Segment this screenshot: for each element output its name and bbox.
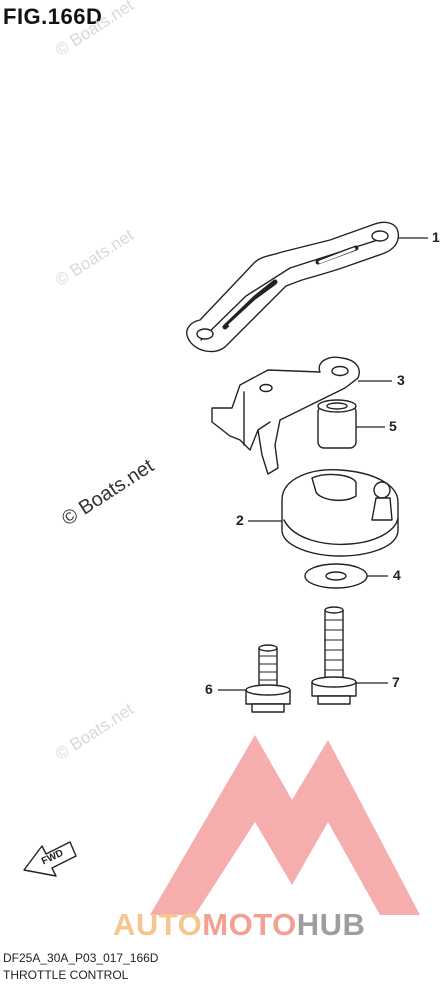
figure-name: THROTTLE CONTROL	[3, 968, 129, 982]
callout-5: 5	[389, 418, 397, 434]
brand-wordmark: AUTOMOTOHUB	[113, 907, 365, 943]
part-7-long-bolt	[311, 606, 357, 705]
leader-lines	[218, 237, 428, 691]
part-3-bracket	[211, 356, 360, 475]
part-5-spacer	[317, 399, 357, 449]
fwd-direction-arrow	[23, 841, 77, 877]
callout-7: 7	[392, 674, 400, 690]
callout-6: 6	[205, 681, 213, 697]
part-4-washer	[304, 563, 368, 589]
callout-1: 1	[432, 229, 440, 245]
part-6-short-bolt	[245, 644, 291, 713]
logo-mark	[150, 735, 420, 915]
figure-title: FIG.166D	[3, 4, 103, 29]
callout-3: 3	[397, 372, 405, 388]
brand-part-auto: AUTO	[113, 907, 203, 942]
callout-4: 4	[393, 567, 401, 583]
brand-part-hub: HUB	[296, 907, 366, 942]
part-2-throttle-cam	[281, 469, 399, 557]
callout-2: 2	[236, 512, 244, 528]
brand-part-moto: MOTO	[202, 907, 297, 942]
figure-code: DF25A_30A_P03_017_166D	[3, 951, 159, 965]
part-1-throttle-link	[186, 221, 400, 353]
